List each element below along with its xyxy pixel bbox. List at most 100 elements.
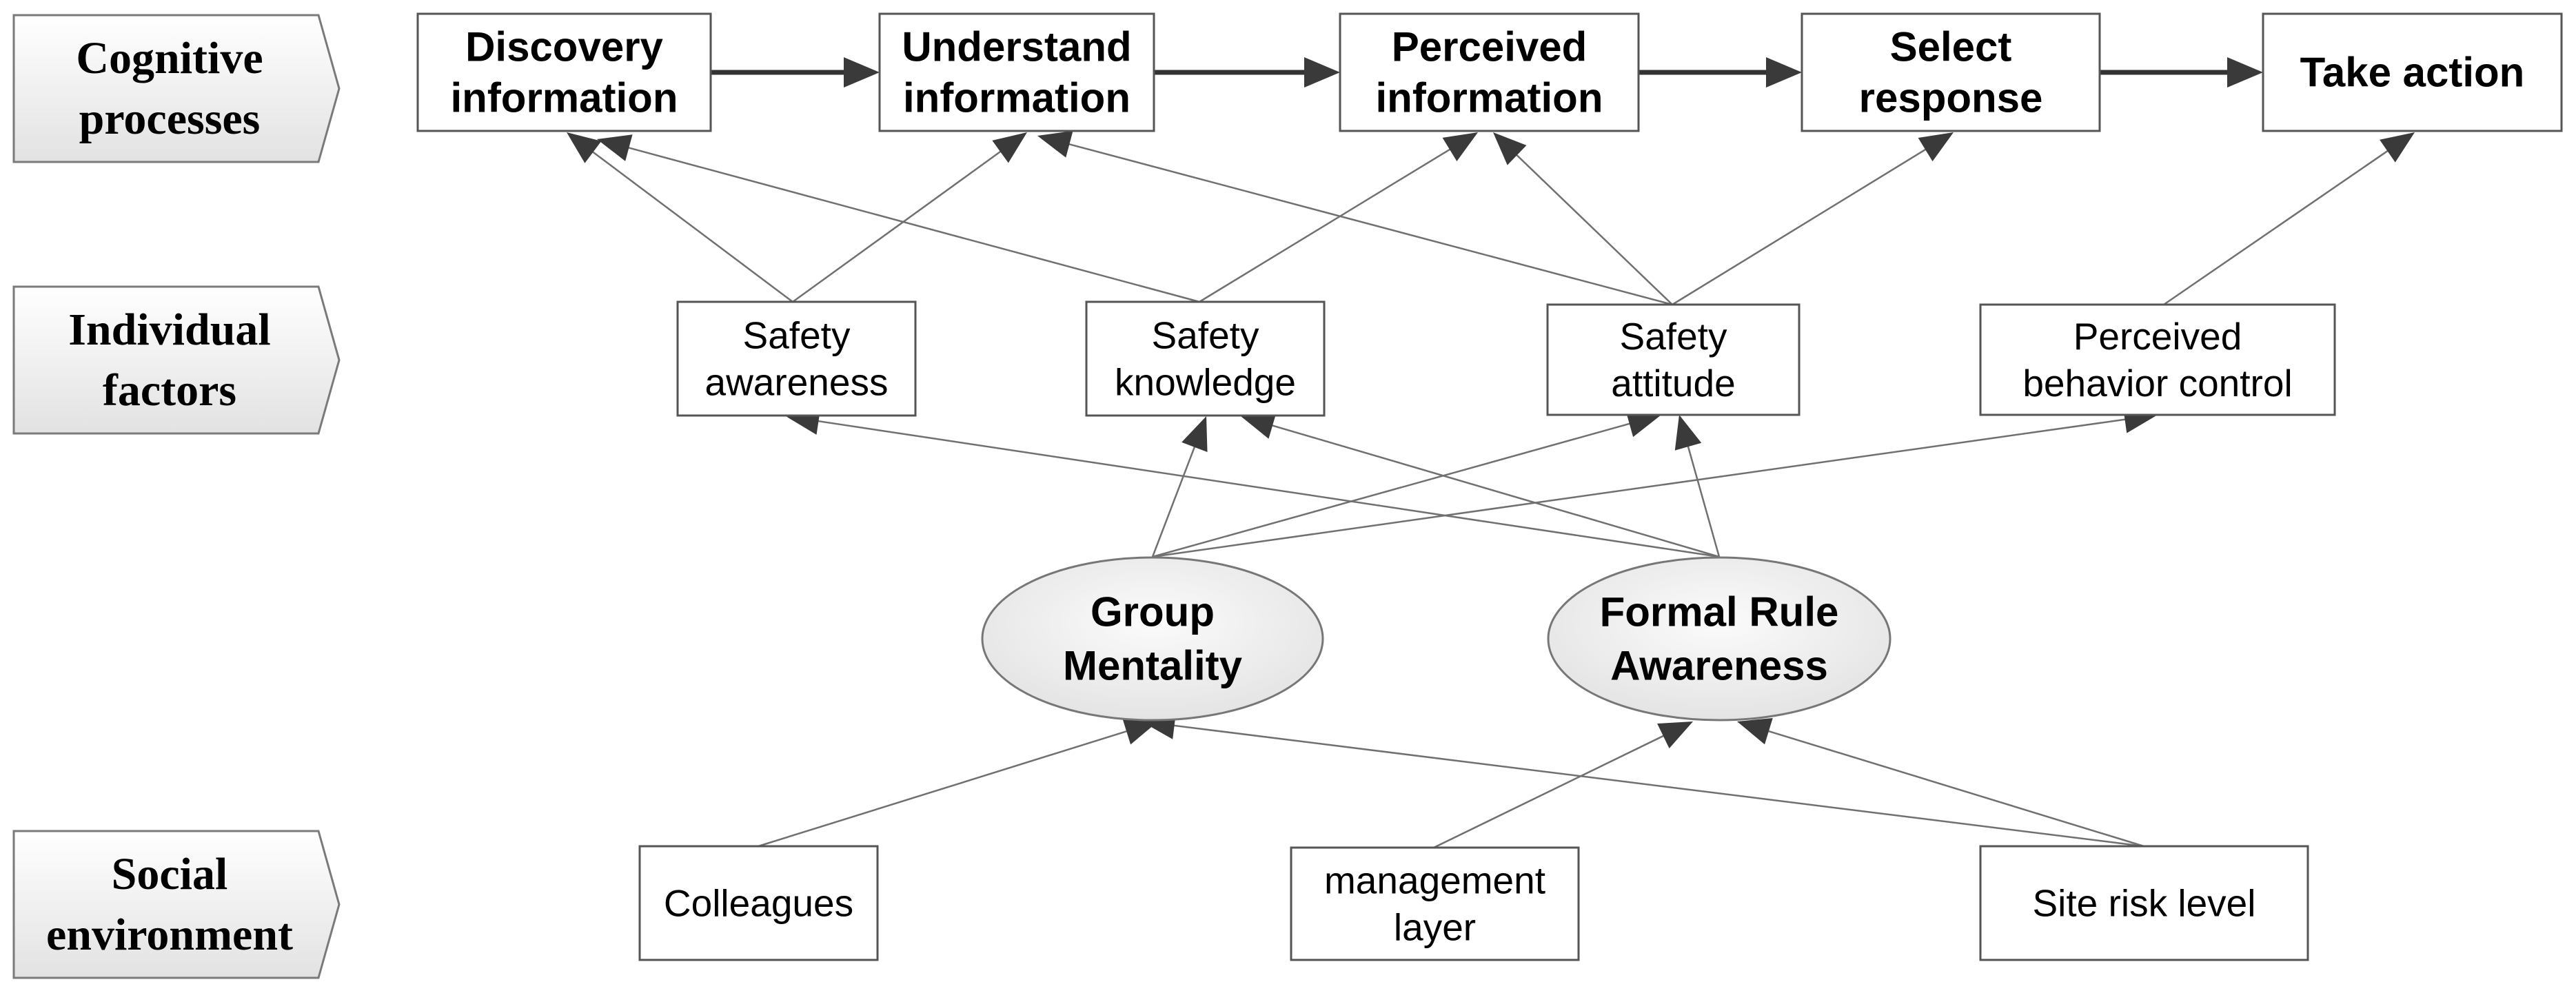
edge-line — [815, 420, 1720, 558]
edge-safety_attitude-to-perceived — [1493, 132, 1673, 305]
node-label: Perceived — [2073, 315, 2242, 358]
node-box — [1085, 300, 1326, 417]
node-label: Understand — [902, 24, 1131, 70]
arrowhead-icon — [1037, 131, 1073, 158]
node-box — [676, 300, 917, 417]
node-label: layer — [1394, 906, 1476, 949]
edge-colleagues-to-group_mentality — [758, 718, 1158, 848]
arrowhead-icon — [1241, 412, 1277, 439]
edge-line — [1672, 147, 1929, 306]
node-label: information — [451, 75, 678, 121]
arrowhead-icon — [1918, 132, 1954, 162]
edge-group_mentality-to-safety_attitude — [1152, 410, 1661, 558]
arrowhead-icon — [1625, 410, 1661, 438]
node-box — [1290, 846, 1580, 961]
edge-line — [626, 146, 1200, 303]
edge-line — [1171, 724, 2144, 848]
node-label: Group — [1091, 589, 1215, 635]
row-tag-label: Cognitive — [76, 33, 263, 83]
row-tag-label: environment — [46, 910, 293, 960]
row-tag-label: Social — [112, 849, 228, 899]
edge-formal_rule_awareness-to-safety_knowledge — [1241, 412, 1720, 558]
node-label: Awareness — [1610, 643, 1828, 689]
node-label: management — [1324, 859, 1545, 902]
arrowhead-icon — [1304, 57, 1340, 88]
edge-safety_attitude-to-select — [1672, 132, 1954, 306]
node-box — [1339, 12, 1640, 132]
edge-line — [1066, 143, 1673, 306]
node-label: Mentality — [1063, 643, 1243, 689]
edge-formal_rule_awareness-to-safety_attitude — [1674, 415, 1721, 557]
cognitive-node-discovery: Discovery information — [416, 12, 712, 132]
edge-perceived_behavior_control-to-take_action — [2163, 132, 2415, 306]
edges-layer — [567, 57, 2415, 849]
node-label: Colleagues — [664, 882, 853, 925]
node-label: information — [903, 75, 1130, 121]
node-label: information — [1376, 75, 1603, 121]
node-box — [1979, 845, 2309, 961]
node-box — [638, 845, 879, 961]
edge-site_risk_level-to-group_mentality — [1142, 712, 2144, 848]
arrowhead-icon — [567, 132, 602, 163]
arrowhead-icon — [597, 134, 633, 161]
edge-line — [590, 150, 793, 303]
row-tag-social: Social environment — [12, 830, 341, 979]
edge-line — [1152, 418, 2128, 558]
arrowhead-icon — [1657, 721, 1693, 748]
edge-discovery-to-understand — [711, 57, 880, 88]
edge-line — [1514, 152, 1673, 305]
node-label: Safety — [743, 314, 851, 357]
social-node-site-risk-level: Site risk level — [1979, 845, 2309, 961]
arrowhead-icon — [1766, 57, 1802, 88]
node-label: Site risk level — [2033, 882, 2256, 925]
arrowhead-icon — [1442, 132, 1478, 162]
edge-line — [2163, 148, 2391, 306]
edge-safety_awareness-to-understand — [792, 132, 1027, 303]
edge-line — [1152, 422, 1632, 558]
node-label: Safety — [1152, 314, 1259, 357]
node-box — [2262, 12, 2563, 132]
edge-line — [1151, 444, 1197, 557]
node-ellipse — [981, 556, 1324, 721]
arrowhead-icon — [1181, 416, 1208, 452]
edge-line — [758, 729, 1130, 848]
row-tag-shape — [12, 14, 341, 163]
node-label: Discovery — [465, 24, 663, 70]
node-box — [1546, 303, 1801, 416]
edge-site_risk_level-to-formal_rule_awareness — [1737, 717, 2144, 848]
edge-line — [1433, 734, 1666, 849]
row-tag-label: processes — [79, 94, 261, 144]
node-label: Take action — [2300, 50, 2525, 96]
node-label: attitude — [1611, 362, 1735, 405]
edge-select-to-take_action — [2100, 57, 2263, 88]
row-tag-cognitive: Cognitive processes — [12, 14, 341, 163]
social-node-colleagues: Colleagues — [638, 845, 879, 961]
edge-line — [1765, 729, 2144, 848]
node-label: response — [1859, 75, 2043, 121]
arrowhead-icon — [844, 57, 880, 88]
edge-group_mentality-to-safety_knowledge — [1151, 416, 1208, 557]
edge-group_mentality-to-perceived_behavior_control — [1152, 405, 2158, 558]
arrowhead-icon — [1737, 717, 1773, 745]
node-label: behavior control — [2022, 362, 2292, 405]
edge-understand-to-perceived — [1154, 57, 1340, 88]
arrowhead-icon — [1493, 132, 1527, 165]
edge-safety_knowledge-to-discovery — [597, 134, 1200, 303]
row-tag-shape — [12, 285, 341, 435]
edge-safety_awareness-to-discovery — [567, 132, 793, 303]
arrowhead-icon — [2380, 132, 2415, 163]
edge-safety_attitude-to-understand — [1037, 131, 1673, 306]
node-box — [878, 12, 1155, 132]
cognitive-node-take-action: Take action — [2262, 12, 2563, 132]
edge-line — [792, 149, 1004, 303]
